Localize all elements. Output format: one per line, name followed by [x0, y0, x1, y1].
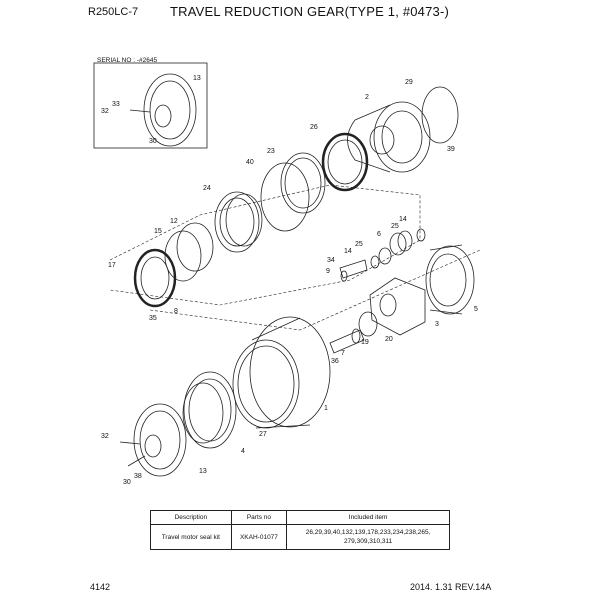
part-5-ring-gear	[425, 244, 475, 315]
assembly-guide-dashed-2	[149, 249, 481, 331]
callout-2: 2	[365, 94, 369, 101]
callout-27: 27	[259, 431, 267, 438]
page-number: 4142	[90, 582, 111, 592]
part-1-housing	[232, 316, 331, 429]
part-12-ring	[176, 222, 214, 272]
callout-13-bottom: 13	[199, 468, 207, 475]
callout-23: 23	[267, 148, 275, 155]
part-40-oring	[260, 162, 310, 232]
callout-5: 5	[474, 306, 478, 313]
callout-6: 6	[377, 231, 381, 238]
part-4-bearing	[182, 371, 237, 449]
callout-35: 35	[149, 315, 157, 322]
assembly-guide-dashed	[109, 184, 421, 306]
callout-32-bottom: 32	[101, 433, 109, 440]
callout-32: 32	[101, 108, 109, 115]
callout-24: 24	[203, 185, 211, 192]
included-line-2: 279,309,310,311	[343, 538, 393, 545]
part-13-cover	[119, 403, 187, 477]
callout-30-bottom: 30	[123, 479, 131, 486]
callout-14: 14	[344, 248, 352, 255]
callout-25-top: 25	[391, 223, 399, 230]
callout-17: 17	[108, 262, 116, 269]
part-26-seal	[321, 132, 369, 192]
callout-19: 19	[361, 339, 369, 346]
part-8-gear-ring	[133, 248, 177, 308]
callout-4: 4	[241, 448, 245, 455]
table-row: Travel motor seal kit XKAH-01077 26,29,3…	[150, 524, 450, 550]
cell-parts-no: XKAH-01077	[230, 524, 288, 550]
seal-kit-table: Description Parts no Included item Trave…	[150, 510, 450, 550]
callout-15: 15	[154, 228, 162, 235]
callout-30: 30	[149, 138, 157, 145]
callout-1: 1	[324, 405, 328, 412]
revision-date: 2014. 1.31 REV.14A	[410, 582, 492, 592]
part-15-ring	[164, 230, 202, 282]
part-2-housing	[347, 101, 431, 173]
callout-14-top: 14	[399, 216, 407, 223]
callout-39: 39	[447, 146, 455, 153]
part-23-ring	[280, 152, 326, 214]
model-name: R250LC-7	[88, 6, 139, 18]
callout-25: 25	[355, 241, 363, 248]
callout-12: 12	[170, 218, 178, 225]
callout-7: 7	[341, 350, 345, 357]
part-9-shaft	[339, 259, 368, 282]
callout-38: 38	[134, 473, 142, 480]
callout-9: 9	[326, 268, 330, 275]
header-parts-no: Parts no	[230, 510, 288, 525]
callout-40: 40	[246, 159, 254, 166]
cell-description: Travel motor seal kit	[150, 524, 232, 550]
header-description: Description	[150, 510, 232, 525]
part-7-shaft	[329, 328, 365, 354]
part-20-ring	[358, 311, 378, 337]
part-13-cover-inset	[129, 73, 197, 147]
serial-inset-box	[93, 62, 208, 149]
included-line-1: 26,29,39,40,132,139,178,233,234,238,265,	[305, 529, 431, 536]
header-included-item: Included item	[286, 510, 450, 525]
table-header-row: Description Parts no Included item	[150, 510, 450, 525]
part-24-bearing	[214, 191, 263, 253]
cell-included-item: 26,29,39,40,132,139,178,233,234,238,265,…	[286, 524, 450, 550]
part-29-oring	[421, 86, 459, 144]
serial-label: SERIAL NO : -#2645	[97, 57, 157, 64]
callout-36: 36	[331, 358, 339, 365]
callout-3: 3	[435, 321, 439, 328]
part-6-gear	[370, 228, 426, 269]
page-title: TRAVEL REDUCTION GEAR(TYPE 1, #0473-)	[170, 4, 450, 19]
callout-13: 13	[193, 75, 201, 82]
callout-8: 8	[174, 308, 178, 315]
callout-20: 20	[385, 336, 393, 343]
part-3-carrier	[369, 277, 426, 336]
callout-33: 33	[112, 101, 120, 108]
callout-29: 29	[405, 79, 413, 86]
callout-26: 26	[310, 124, 318, 131]
callout-34: 34	[327, 257, 335, 264]
